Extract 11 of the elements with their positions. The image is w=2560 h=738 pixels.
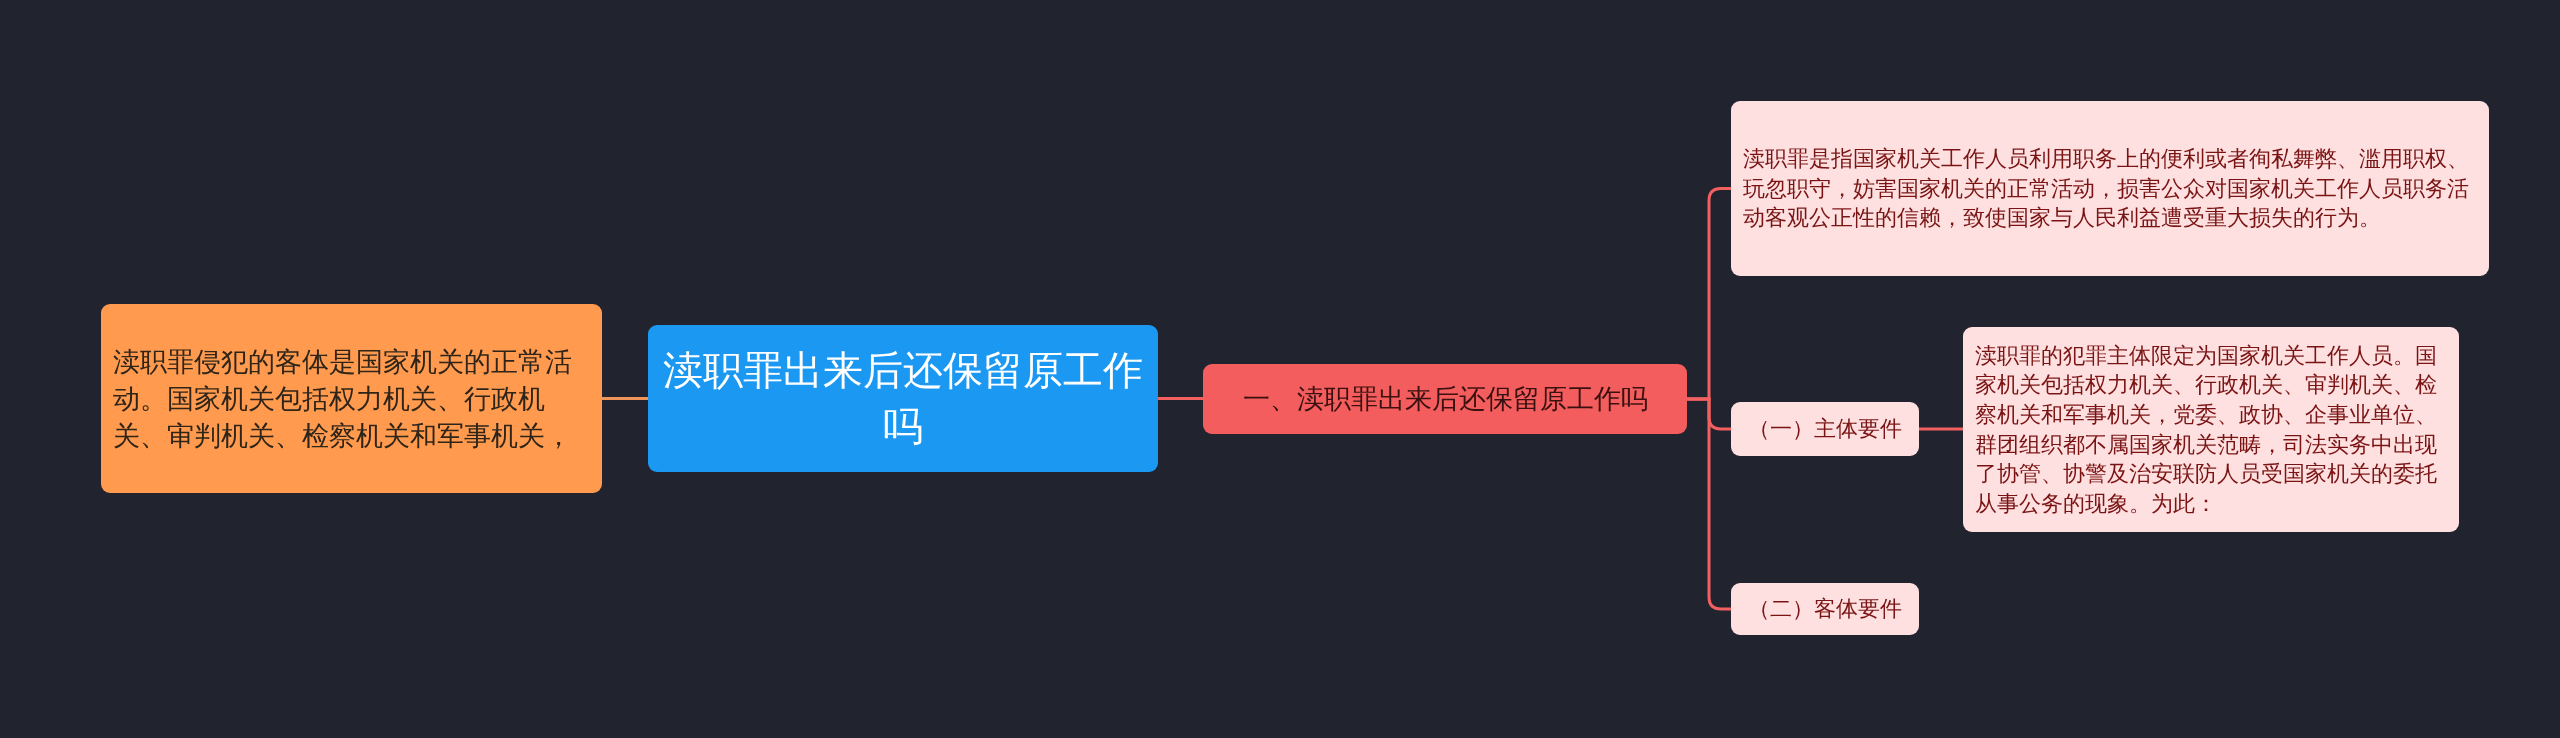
connector-line [1158,397,1203,400]
note-box: 渎职罪是指国家机关工作人员利用职务上的便利或者徇私舞弊、滥用职权、玩忽职守，妨害国家机关的正常活动，损害公众对国家机关工作人员职务活动客观公正性的信赖，致使国家与人民利益遭受重大损失的行为。 [1731,101,2489,276]
branch-box: 一、渎职罪出来后还保留原工作吗 [1203,364,1687,434]
subtopic-box: （二）客体要件 [1731,583,1919,635]
connector-line [602,397,648,400]
topic-box: 渎职罪出来后还保留原工作吗 [648,325,1158,472]
note-box: 渎职罪侵犯的客体是国家机关的正常活动。国家机关包括权力机关、行政机关、审判机关、检察机关和军事机关， [101,304,602,493]
connector-line [1919,427,1963,431]
note-box: 渎职罪的犯罪主体限定为国家机关工作人员。国家机关包括权力机关、行政机关、审判机关、检察机关和军事机关，党委、政协、企事业单位、群团组织都不属国家机关范畴，司法实务中出现了协管、协警及治安联防人员受国家机关的委托从事公务的现象。为此： [1963,327,2459,532]
subtopic-box: （一）主体要件 [1731,402,1919,456]
connector-line [1687,397,1731,611]
